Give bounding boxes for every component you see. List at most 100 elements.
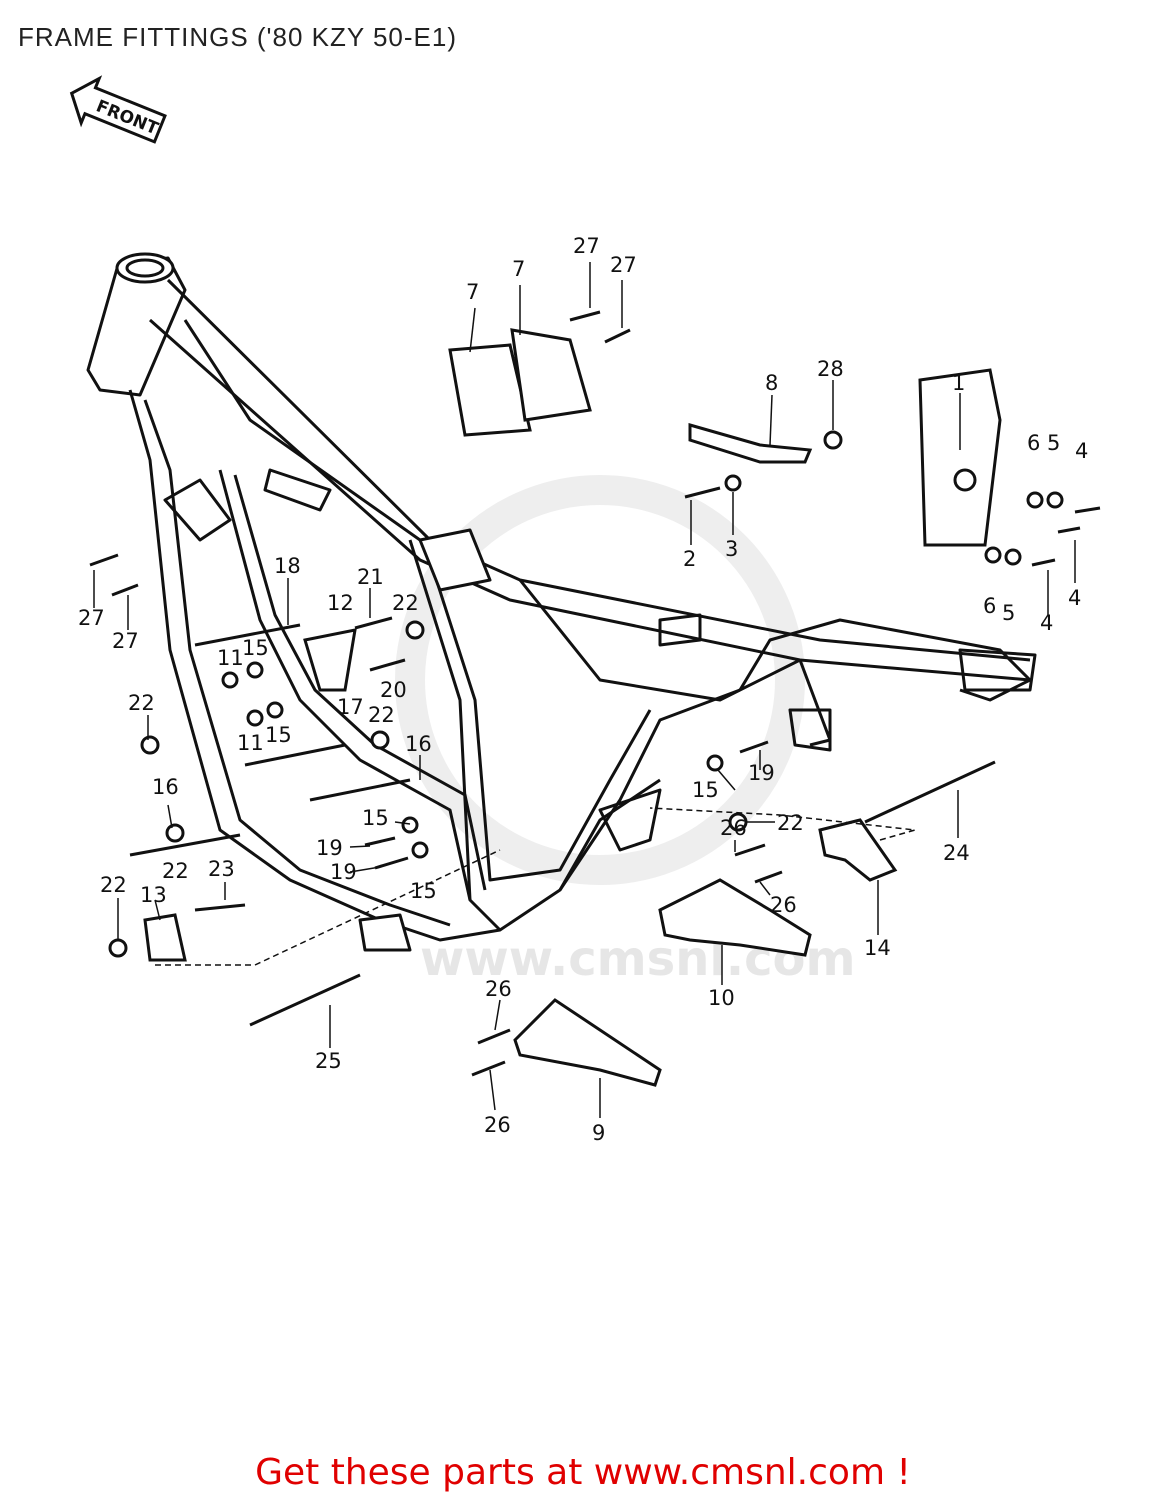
part-22-nut-d <box>165 823 185 843</box>
part-10-bracket <box>658 878 812 957</box>
part-label-19-c: 19 <box>748 761 775 785</box>
part-label-23: 23 <box>208 857 235 881</box>
part-label-18: 18 <box>274 554 301 578</box>
part-label-4-c: 4 <box>1040 611 1053 635</box>
part-label-15-c: 15 <box>362 806 389 830</box>
part-label-26-b: 26 <box>770 893 797 917</box>
part-16-bolt-right <box>309 778 411 802</box>
part-8-bracket <box>688 423 813 464</box>
part-label-24: 24 <box>943 841 970 865</box>
part-label-9: 9 <box>592 1121 605 1145</box>
part-27-bolt-c <box>89 553 119 567</box>
part-4-bolt-a <box>1074 506 1101 514</box>
part-label-26-c: 26 <box>485 977 512 1001</box>
part-label-6-a: 6 <box>1027 431 1040 455</box>
part-label-27-a: 27 <box>573 234 600 258</box>
part-label-5-a: 5 <box>1047 431 1060 455</box>
part-label-28: 28 <box>817 357 844 381</box>
part-27-bolt-a <box>569 310 601 322</box>
part-label-22-f: 22 <box>777 811 804 835</box>
part-22-nut-a <box>405 620 425 640</box>
part-label-8: 8 <box>765 371 778 395</box>
part-20-bolt <box>369 658 406 672</box>
part-label-22-b: 22 <box>128 691 155 715</box>
part-label-27-b: 27 <box>610 253 637 277</box>
part-label-22-d: 22 <box>162 859 189 883</box>
part-label-15-e: 15 <box>692 778 719 802</box>
footer-link[interactable]: Get these parts at www.cmsnl.com ! <box>255 1452 911 1493</box>
part-14-bracket <box>818 818 898 882</box>
part-label-27-c: 27 <box>78 606 105 630</box>
part-22-nut-e <box>108 938 128 958</box>
part-27-bolt-b <box>604 328 631 344</box>
part-label-26-d: 26 <box>484 1113 511 1137</box>
part-26-bolt-d <box>471 1060 506 1077</box>
part-label-22-e: 22 <box>100 873 127 897</box>
part-15-nut-a <box>246 661 264 679</box>
page-title: FRAME FITTINGS ('80 KZY 50-E1) <box>18 22 458 52</box>
part-label-19-b: 19 <box>330 860 357 884</box>
part-label-20: 20 <box>380 678 407 702</box>
part-16-bolt-left <box>129 833 241 857</box>
part-labels: 27 7 27 7 8 28 1 6 5 4 2 3 4 6 5 4 27 27… <box>78 234 1088 1145</box>
part-label-16-a: 16 <box>405 732 432 756</box>
part-label-11-a: 11 <box>217 646 244 670</box>
frame-main <box>86 252 1037 952</box>
part-label-13: 13 <box>140 883 167 907</box>
part-5-washer-b <box>1004 548 1022 566</box>
part-11-nut-b <box>246 709 264 727</box>
part-5-washer <box>1046 491 1064 509</box>
part-label-25: 25 <box>315 1049 342 1073</box>
part-24-bolt <box>864 760 996 824</box>
part-label-1: 1 <box>952 371 965 395</box>
part-label-12: 12 <box>327 591 354 615</box>
part-3-washer <box>724 474 742 492</box>
part-17-bolt <box>244 743 346 767</box>
part-label-4-b: 4 <box>1068 586 1081 610</box>
part-label-10: 10 <box>708 986 735 1010</box>
part-label-14: 14 <box>864 936 891 960</box>
part-label-21: 21 <box>357 565 384 589</box>
part-label-22-a: 22 <box>392 591 419 615</box>
part-13-plate <box>143 913 187 962</box>
part-26-bolt-c <box>477 1028 511 1045</box>
part-label-22-c: 22 <box>368 703 395 727</box>
part-label-7-b: 7 <box>466 280 479 304</box>
part-21-bolt <box>354 616 393 630</box>
part-label-26-a: 26 <box>720 816 747 840</box>
part-27-bolt-d <box>111 583 139 597</box>
part-28-nut <box>823 430 843 450</box>
part-26-bolt-a <box>734 843 766 857</box>
part-label-2: 2 <box>683 547 696 571</box>
part-label-15-d: 15 <box>410 879 437 903</box>
part-15-nut-e <box>706 754 724 772</box>
part-2-bolt <box>684 486 721 499</box>
part-label-11-b: 11 <box>237 731 264 755</box>
part-label-6-b: 6 <box>983 594 996 618</box>
leader-lines <box>93 262 1076 1118</box>
part-11-nut-a <box>221 671 239 689</box>
part-label-4-a: 4 <box>1075 439 1088 463</box>
part-4-bolt-b <box>1057 526 1081 534</box>
part-19-bolt-a <box>739 740 769 754</box>
part-label-17: 17 <box>337 695 364 719</box>
part-4-bolt-c <box>1031 558 1056 567</box>
part-25-bolt <box>249 973 361 1027</box>
part-12-plate <box>303 628 357 692</box>
part-22-nut-b <box>140 735 160 755</box>
part-9-bracket <box>513 998 662 1087</box>
part-22-nut-c <box>370 730 390 750</box>
part-label-7-a: 7 <box>512 257 525 281</box>
part-label-19-a: 19 <box>316 836 343 860</box>
part-label-3: 3 <box>725 537 738 561</box>
part-1-plate <box>918 368 1002 547</box>
front-arrow-icon: FRONT <box>69 75 167 144</box>
part-label-27-d: 27 <box>112 629 139 653</box>
part-18-bolt <box>194 623 301 647</box>
part-6-washer <box>1026 491 1044 509</box>
part-26-bolt-b <box>754 870 783 884</box>
part-15-nut-d <box>411 841 429 859</box>
part-23-bolt <box>194 903 246 912</box>
part-7-plate-right <box>510 328 592 422</box>
